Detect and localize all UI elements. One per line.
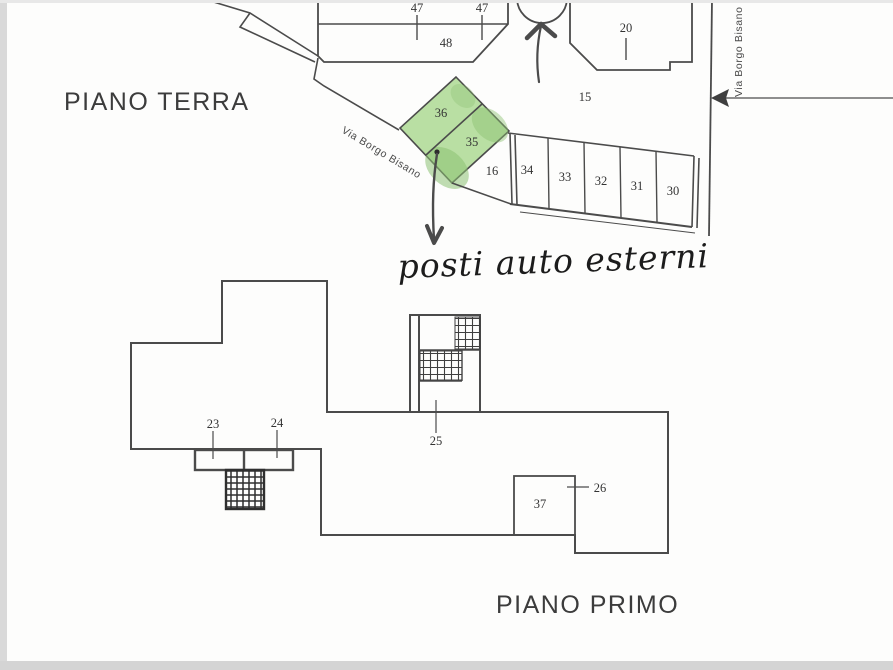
scan-edge-top: [0, 0, 893, 3]
parking-dividers: [547, 137, 658, 223]
arrow-up-tail: [536, 24, 543, 84]
arrow-up-head: [524, 21, 558, 41]
scan-edge-bottom: [0, 661, 893, 670]
stairwell-upper: [409, 314, 481, 433]
stairs-hatch-a: [454, 316, 481, 350]
ground-floor-plan: 47 47 48 20 15 36 35 16 34 33 32 31 30 V…: [64, 0, 893, 286]
arrow-left-icon: [711, 89, 729, 107]
label-room-48: 48: [440, 36, 453, 50]
label-parking-32: 32: [595, 174, 608, 188]
ramp-circle: [516, 0, 568, 24]
divider-16-34: [509, 132, 518, 206]
label-room-47b: 47: [476, 1, 489, 15]
label-room-20: 20: [620, 21, 633, 35]
street-edge-b: [238, 12, 316, 63]
arrow-down-head: [425, 224, 444, 245]
label-room-37: 37: [534, 497, 547, 511]
label-room-25: 25: [430, 434, 443, 448]
room-37: [513, 475, 589, 536]
arrow-down-tail: [431, 152, 439, 242]
arrow-down-dot: [434, 149, 440, 155]
label-room-24: 24: [271, 416, 284, 430]
building-47-48: [317, 0, 509, 63]
ground-floor-title: PIANO TERRA: [64, 88, 250, 116]
street-diagonal-band: [206, 0, 400, 131]
plot16-bottom-edge: [451, 182, 512, 205]
label-area-15: 15: [579, 90, 592, 104]
green-spill-2: [471, 107, 509, 143]
parking-right-edge: [691, 155, 700, 229]
label-green-36: 36: [435, 106, 448, 120]
green-spill-3: [450, 84, 476, 108]
handwritten-note: posti auto esterni: [397, 236, 710, 286]
stairwell-box: [409, 314, 481, 413]
label-parking-30: 30: [667, 184, 680, 198]
street-edge-c: [313, 57, 400, 131]
building-20-outline: [569, 0, 693, 71]
street-right-edge: [708, 0, 713, 237]
building-47-outline: [317, 0, 509, 63]
arrow-down-icon: [425, 149, 444, 245]
parking-bottom-edge: [509, 203, 693, 228]
parking-row: [451, 132, 700, 234]
stairs-hatch-b: [419, 350, 463, 381]
label-room-26: 26: [594, 481, 607, 495]
label-parking-34: 34: [521, 163, 534, 177]
label-plot-16: 16: [486, 164, 499, 178]
label-parking-31: 31: [631, 179, 644, 193]
label-parking-33: 33: [559, 170, 572, 184]
building-20: [569, 0, 693, 71]
room-37-box: [513, 475, 576, 536]
first-floor-title: PIANO PRIMO: [496, 591, 679, 619]
parking-bottom-edge-2: [519, 211, 696, 234]
street-label-vertical: Via Borgo Bisano: [733, 6, 745, 97]
label-room-23: 23: [207, 417, 220, 431]
leaders-23-24: [212, 430, 278, 459]
label-room-47a: 47: [411, 1, 424, 15]
arrow-up-icon: [524, 21, 558, 84]
divider-36-35: [425, 103, 483, 156]
first-floor-plan: 23 24 25 37 26 PIANO PRIMO: [130, 280, 679, 619]
label-green-35: 35: [466, 135, 479, 149]
stairs-hatch-lower: [224, 468, 266, 511]
scan-edge-left: [0, 0, 7, 670]
street-right: [708, 0, 893, 237]
street-edge-a: [206, 0, 319, 57]
rooms-23-24: [193, 430, 295, 511]
parking-top-edge: [507, 132, 695, 157]
